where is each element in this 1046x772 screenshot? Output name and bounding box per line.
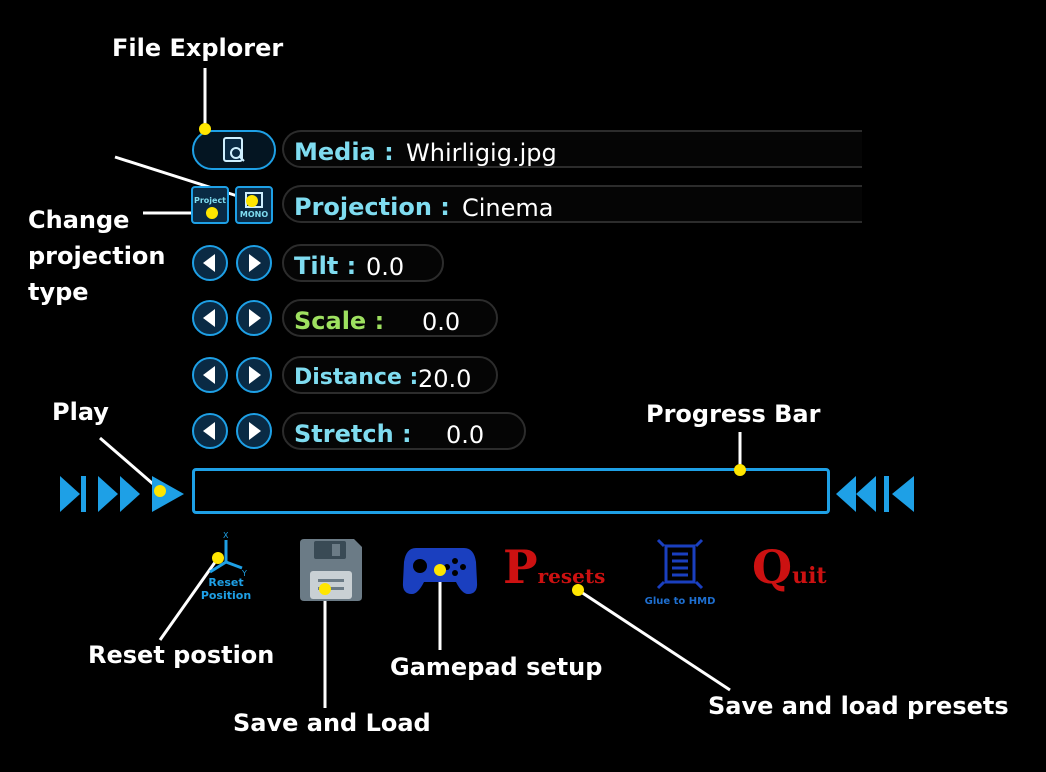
distance-field: Distance : 20.0 <box>282 356 498 394</box>
annotation-change-line3: type <box>28 278 89 306</box>
annotation-file-explorer: File Explorer <box>112 34 284 62</box>
file-explorer-button[interactable] <box>192 130 276 170</box>
quit-button[interactable]: Quit <box>752 540 827 594</box>
annotation-change-projection: Change projection type <box>28 202 166 310</box>
annotation-play: Play <box>52 398 109 426</box>
tilt-label: Tilt : <box>294 252 357 280</box>
arrow-right-icon <box>249 309 261 327</box>
scale-decrease-button[interactable] <box>192 300 228 336</box>
arrow-left-icon <box>203 366 215 384</box>
stretch-increase-button[interactable] <box>236 413 272 449</box>
distance-value: 20.0 <box>418 365 472 393</box>
media-value: Whirligig.jpg <box>406 139 557 167</box>
skip-back-button[interactable] <box>882 474 918 514</box>
annotation-dot <box>572 584 584 596</box>
axis-y-label: Y <box>241 569 247 578</box>
annotation-dot <box>434 564 446 576</box>
arrow-right-icon <box>249 366 261 384</box>
rewind-icon <box>856 476 876 512</box>
floppy-disk-icon <box>300 539 362 601</box>
arrow-left-icon <box>203 254 215 272</box>
scale-value: 0.0 <box>422 308 461 336</box>
glue-to-hmd-button[interactable]: Glue to HMD <box>640 536 720 612</box>
project-button-label: Project <box>193 196 227 205</box>
skip-start-icon <box>60 476 80 512</box>
annotation-save-load-presets: Save and load presets <box>708 692 1009 720</box>
glue-hmd-icon <box>656 538 704 590</box>
stretch-label: Stretch : <box>294 420 412 448</box>
scale-increase-button[interactable] <box>236 300 272 336</box>
presets-initial: P <box>503 540 538 594</box>
reset-label-line2: Position <box>200 589 252 602</box>
glue-label: Glue to HMD <box>644 596 716 607</box>
fast-forward-icon <box>98 476 118 512</box>
arrow-right-icon <box>249 422 261 440</box>
distance-increase-button[interactable] <box>236 357 272 393</box>
reset-position-button[interactable]: X Y Reset Position <box>196 528 260 608</box>
tilt-value: 0.0 <box>366 253 405 281</box>
stretch-value: 0.0 <box>446 421 485 449</box>
annotation-dot <box>734 464 746 476</box>
presets-rest: resets <box>537 564 606 588</box>
tilt-field: Tilt : 0.0 <box>282 244 444 282</box>
quit-rest: uit <box>792 563 827 589</box>
presets-button[interactable]: Presets <box>503 540 606 594</box>
annotation-save-load: Save and Load <box>233 709 431 737</box>
reset-label-line1: Reset <box>208 576 244 589</box>
scale-label: Scale : <box>294 307 385 335</box>
arrow-left-icon <box>203 422 215 440</box>
file-search-icon <box>223 137 245 162</box>
annotation-dot <box>154 485 166 497</box>
media-field: Media : Whirligig.jpg <box>282 130 862 168</box>
skip-start-button[interactable] <box>58 474 88 514</box>
arrow-right-icon <box>249 254 261 272</box>
tilt-decrease-button[interactable] <box>192 245 228 281</box>
progress-bar[interactable] <box>192 468 830 514</box>
annotation-change-line1: Change <box>28 206 130 234</box>
stretch-decrease-button[interactable] <box>192 413 228 449</box>
media-label: Media : <box>294 138 394 166</box>
annotation-reset-position: Reset postion <box>88 641 275 669</box>
distance-label: Distance : <box>294 365 419 390</box>
projection-field: Projection : Cinema <box>282 185 862 223</box>
annotation-gamepad-setup: Gamepad setup <box>390 653 603 681</box>
annotation-dot <box>319 583 331 595</box>
projection-label: Projection : <box>294 193 450 221</box>
distance-decrease-button[interactable] <box>192 357 228 393</box>
annotation-dot <box>246 195 258 207</box>
axis-x-label: X <box>223 531 229 540</box>
scale-field: Scale : 0.0 <box>282 299 498 337</box>
projection-value: Cinema <box>462 194 554 222</box>
skip-back-icon <box>892 476 914 512</box>
annotation-dot <box>199 123 211 135</box>
mono-button-label: MONO <box>239 210 269 219</box>
save-load-button[interactable] <box>298 537 364 603</box>
tilt-increase-button[interactable] <box>236 245 272 281</box>
stretch-field: Stretch : 0.0 <box>282 412 526 450</box>
quit-initial: Q <box>752 540 793 594</box>
axis-gizmo-icon: X Y <box>209 531 247 578</box>
arrow-left-icon <box>203 309 215 327</box>
annotation-change-line2: projection <box>28 242 166 270</box>
rewind-button[interactable] <box>834 474 878 514</box>
fast-forward-button[interactable] <box>96 474 146 514</box>
annotation-dot <box>206 207 218 219</box>
annotation-progress-bar: Progress Bar <box>646 400 821 428</box>
annotation-dot <box>212 552 224 564</box>
